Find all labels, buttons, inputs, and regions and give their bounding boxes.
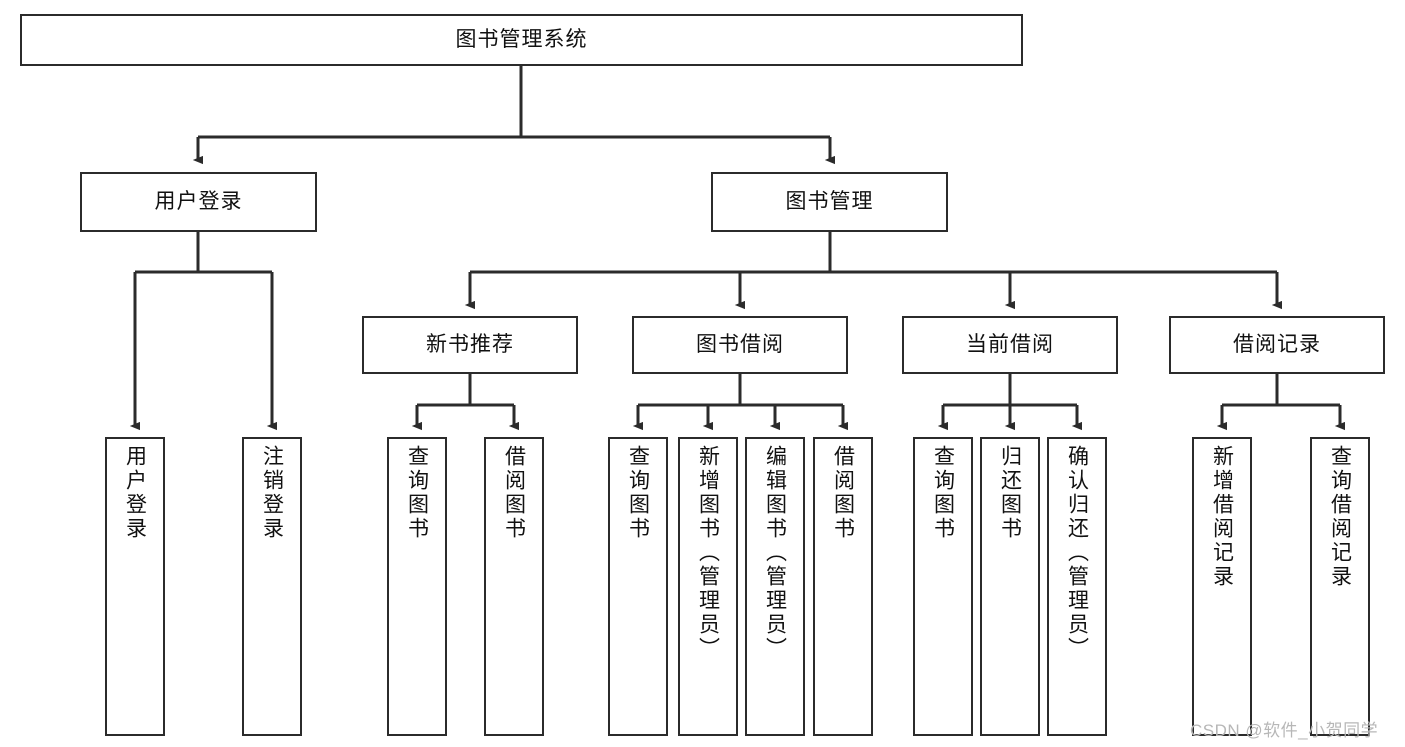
leaf-book-borrow-lend[interactable]: 借阅图书	[813, 437, 873, 736]
leaf-current-borrow-query[interactable]: 查询图书	[913, 437, 973, 736]
leaf-current-borrow-return[interactable]: 归还图书	[980, 437, 1040, 736]
leaf-current-borrow-query-label: 查询图书	[931, 445, 955, 541]
leaf-user-login-signout[interactable]: 注销登录	[242, 437, 302, 736]
leaf-borrow-record-query-label: 查询借阅记录	[1328, 445, 1352, 589]
leaf-book-borrow-add[interactable]: 新增图书（管理员）	[678, 437, 738, 736]
leaf-user-login-signin[interactable]: 用户登录	[105, 437, 165, 736]
node-book-management[interactable]: 图书管理	[711, 172, 948, 232]
node-root-label: 图书管理系统	[455, 28, 588, 52]
leaf-current-borrow-confirm-label: 确认归还（管理员）	[1065, 445, 1089, 661]
node-borrow-record[interactable]: 借阅记录	[1169, 316, 1385, 374]
leaf-book-borrow-edit[interactable]: 编辑图书（管理员）	[745, 437, 805, 736]
node-new-book-recommend-label: 新书推荐	[426, 333, 514, 357]
leaf-current-borrow-confirm[interactable]: 确认归还（管理员）	[1047, 437, 1107, 736]
node-new-book-recommend[interactable]: 新书推荐	[362, 316, 578, 374]
leaf-new-book-query-label: 查询图书	[405, 445, 429, 541]
node-borrow-record-label: 借阅记录	[1233, 333, 1321, 357]
leaf-current-borrow-return-label: 归还图书	[998, 445, 1022, 541]
leaf-book-borrow-query[interactable]: 查询图书	[608, 437, 668, 736]
node-user-login-label: 用户登录	[154, 190, 243, 214]
node-user-login[interactable]: 用户登录	[80, 172, 317, 232]
leaf-new-book-borrow[interactable]: 借阅图书	[484, 437, 544, 736]
leaf-borrow-record-add[interactable]: 新增借阅记录	[1192, 437, 1252, 736]
leaf-borrow-record-add-label: 新增借阅记录	[1210, 445, 1234, 589]
node-book-management-label: 图书管理	[785, 190, 874, 214]
node-root[interactable]: 图书管理系统	[20, 14, 1023, 66]
leaf-new-book-query[interactable]: 查询图书	[387, 437, 447, 736]
csdn-watermark: CSDN @软件_小贺同学	[1190, 721, 1379, 740]
leaf-new-book-borrow-label: 借阅图书	[502, 445, 526, 541]
leaf-user-login-signout-label: 注销登录	[260, 445, 284, 541]
leaf-book-borrow-add-label: 新增图书（管理员）	[696, 445, 720, 661]
leaf-borrow-record-query[interactable]: 查询借阅记录	[1310, 437, 1370, 736]
node-book-borrow-label: 图书借阅	[696, 333, 784, 357]
node-book-borrow[interactable]: 图书借阅	[632, 316, 848, 374]
leaf-book-borrow-lend-label: 借阅图书	[831, 445, 855, 541]
node-current-borrow-label: 当前借阅	[966, 333, 1054, 357]
node-current-borrow[interactable]: 当前借阅	[902, 316, 1118, 374]
leaf-book-borrow-edit-label: 编辑图书（管理员）	[763, 445, 787, 661]
leaf-user-login-signin-label: 用户登录	[123, 445, 147, 541]
leaf-book-borrow-query-label: 查询图书	[626, 445, 650, 541]
